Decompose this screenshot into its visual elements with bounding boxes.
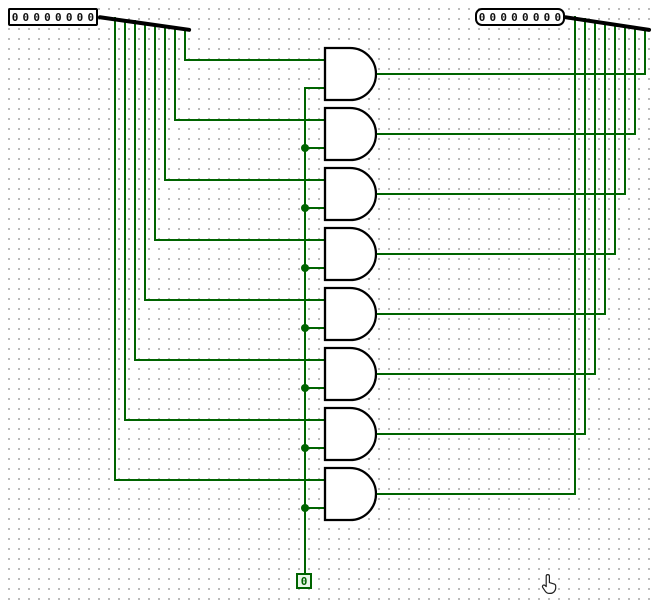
and-gate[interactable]	[323, 106, 378, 162]
input-a-bit-wire-horizontal[interactable]	[124, 419, 325, 421]
input-pin-left[interactable]: 00000000	[8, 8, 98, 26]
output-bit-wire-vertical[interactable]	[634, 27, 636, 134]
output-bit-wire-horizontal[interactable]	[375, 73, 646, 75]
splitter-right[interactable]	[563, 15, 652, 33]
output-bit-wire-horizontal[interactable]	[375, 133, 636, 135]
output-bit-wire-vertical[interactable]	[644, 29, 646, 74]
input-a-bit-wire-vertical[interactable]	[144, 22, 146, 300]
input-a-bit-wire-vertical[interactable]	[154, 24, 156, 240]
input-b-stub-wire[interactable]	[304, 507, 325, 509]
input-b-stub-wire[interactable]	[304, 267, 325, 269]
input-a-bit-wire-horizontal[interactable]	[164, 179, 325, 181]
junction-dot	[301, 144, 309, 152]
input-a-bit-wire-vertical[interactable]	[174, 27, 176, 120]
output-bit-wire-horizontal[interactable]	[375, 193, 626, 195]
and-gate[interactable]	[323, 346, 378, 402]
output-bit-wire-vertical[interactable]	[624, 25, 626, 194]
cursor-hand-icon	[541, 573, 557, 599]
output-bit-wire-horizontal[interactable]	[375, 313, 606, 315]
input-a-bit-wire-vertical[interactable]	[114, 17, 116, 480]
input-a-bit-wire-vertical[interactable]	[124, 19, 126, 420]
input-b-stub-wire[interactable]	[304, 387, 325, 389]
input-a-bit-wire-horizontal[interactable]	[154, 239, 325, 241]
input-b-stub-wire[interactable]	[304, 327, 325, 329]
junction-dot	[301, 504, 309, 512]
input-a-bit-wire-horizontal[interactable]	[114, 479, 325, 481]
input-b-stub-wire[interactable]	[304, 447, 325, 449]
input-a-bit-wire-horizontal[interactable]	[134, 359, 325, 361]
junction-dot	[301, 384, 309, 392]
input-b-stub-wire[interactable]	[304, 207, 325, 209]
input-a-bit-wire-vertical[interactable]	[164, 26, 166, 180]
output-bit-wire-horizontal[interactable]	[375, 373, 596, 375]
and-gate[interactable]	[323, 466, 378, 522]
junction-dot	[301, 204, 309, 212]
input-a-bit-wire-horizontal[interactable]	[174, 119, 325, 121]
constant-zero[interactable]: 0	[296, 573, 312, 589]
junction-dot	[301, 444, 309, 452]
input-a-bit-wire-vertical[interactable]	[184, 29, 186, 60]
and-gate[interactable]	[323, 166, 378, 222]
output-bit-wire-horizontal[interactable]	[375, 493, 576, 495]
output-pin-right-value: 00000000	[478, 10, 566, 24]
output-pin-right[interactable]: 00000000	[475, 8, 565, 26]
input-a-bit-wire-vertical[interactable]	[134, 20, 136, 360]
output-bit-wire-vertical[interactable]	[614, 23, 616, 254]
output-bit-wire-horizontal[interactable]	[375, 253, 616, 255]
and-gate[interactable]	[323, 406, 378, 462]
output-bit-wire-vertical[interactable]	[604, 22, 606, 314]
output-bit-wire-horizontal[interactable]	[375, 433, 586, 435]
constant-zero-value: 0	[300, 574, 308, 588]
input-b-stub-wire[interactable]	[304, 147, 325, 149]
junction-dot	[301, 264, 309, 272]
output-bit-wire-vertical[interactable]	[574, 16, 576, 494]
input-b-stub-wire[interactable]	[304, 87, 325, 89]
output-bit-wire-vertical[interactable]	[594, 20, 596, 374]
and-gate[interactable]	[323, 286, 378, 342]
and-gate[interactable]	[323, 226, 378, 282]
input-pin-left-value: 00000000	[11, 10, 99, 24]
junction-dot	[301, 324, 309, 332]
input-a-bit-wire-horizontal[interactable]	[144, 299, 325, 301]
output-bit-wire-vertical[interactable]	[584, 18, 586, 434]
input-a-bit-wire-horizontal[interactable]	[184, 59, 325, 61]
and-gate[interactable]	[323, 46, 378, 102]
